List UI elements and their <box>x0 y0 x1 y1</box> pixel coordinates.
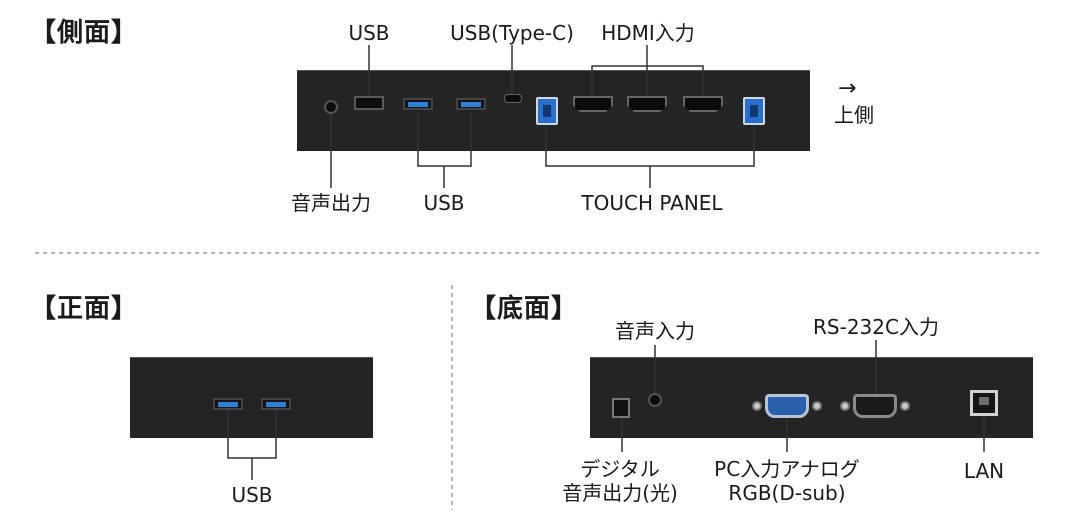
label-digital-audio-line2: 音声出力(光) <box>562 481 678 505</box>
label-digital-audio-line1: デジタル <box>580 457 660 481</box>
label-audio-in: 音声入力 <box>615 319 695 343</box>
label-pc-in-line2: RGB(D-sub) <box>728 481 846 505</box>
label-pc-in-line1: PC入力アナログ <box>714 457 860 481</box>
screw-icon <box>812 401 822 411</box>
label-rs232c-in: RS-232C入力 <box>813 315 939 339</box>
rs232c-port-icon <box>853 394 897 418</box>
side-section-heading: 【側面】 <box>30 18 139 48</box>
label-upper-side: 上側 <box>834 103 874 127</box>
usb3-port-icon <box>456 98 486 110</box>
screw-icon <box>840 401 850 411</box>
audio-in-jack-icon <box>648 393 662 407</box>
usb-typec-port-icon <box>504 94 522 103</box>
optical-audio-port-icon <box>612 398 630 418</box>
touch-usb-b-port-icon <box>536 97 558 125</box>
audio-out-jack-icon <box>324 100 338 114</box>
hdmi-port-icon <box>683 96 723 112</box>
lan-port-icon <box>970 390 998 416</box>
label-usb-bottom: USB <box>423 191 465 215</box>
front-usb3-port-icon <box>261 398 291 410</box>
front-section-heading: 【正面】 <box>30 294 139 324</box>
bottom-panel <box>590 357 1033 438</box>
label-front-usb: USB <box>231 483 273 507</box>
label-lan: LAN <box>963 459 1005 483</box>
label-usb-typec: USB(Type-C) <box>450 21 574 45</box>
usb-port-icon <box>354 96 384 110</box>
touch-usb-b-port-icon <box>743 97 765 125</box>
hdmi-port-icon <box>627 96 667 112</box>
front-panel <box>130 357 373 438</box>
front-usb3-port-icon <box>213 398 243 410</box>
hdmi-port-icon <box>573 96 613 112</box>
arrow-right-icon: → <box>838 76 857 101</box>
usb3-port-icon <box>403 98 433 110</box>
screw-icon <box>900 401 910 411</box>
label-audio-out: 音声出力 <box>291 191 371 215</box>
label-hdmi-in: HDMI入力 <box>601 21 695 45</box>
bottom-section-heading: 【底面】 <box>470 294 579 324</box>
label-touch-panel: TOUCH PANEL <box>581 191 723 215</box>
screw-icon <box>752 401 762 411</box>
label-usb-top: USB <box>348 21 390 45</box>
vga-port-icon <box>765 394 809 418</box>
